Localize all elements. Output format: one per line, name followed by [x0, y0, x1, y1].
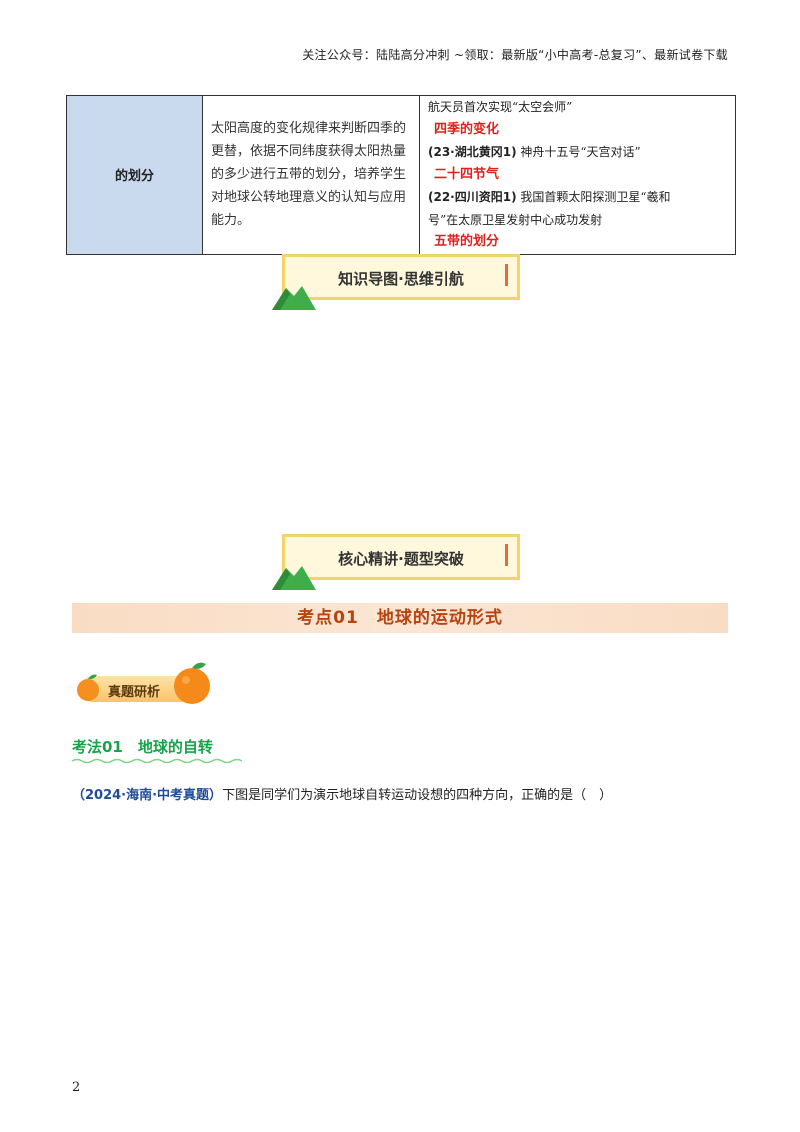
header-text: 关注公众号：陆陆高分冲刺 ~领取：最新版“小中高考-总复习”、最新试卷下载 — [302, 48, 728, 62]
curriculum-table: 的划分 太阳高度的变化规律来判断四季的更替，依据不同纬度获得太阳热量的多少进行五… — [66, 95, 736, 255]
example-line: (23·湖北黄冈1) 神舟十五号“天宫对话” — [428, 141, 727, 164]
banner-accent — [505, 544, 508, 566]
mindmap-banner: 知识导图·思维引航 — [272, 254, 524, 310]
example-line: 号”在太原卫星发射中心成功发射 — [428, 212, 603, 227]
table-cell-goal: 太阳高度的变化规律来判断四季的更替，依据不同纬度获得太阳热量的多少进行五带的划分… — [202, 95, 420, 255]
badge-label: 真题研析 — [108, 685, 161, 700]
exam-research-badge: 真题研析 — [74, 662, 214, 708]
orange-icon — [77, 662, 210, 704]
banner-title: 知识导图·思维引航 — [338, 270, 464, 288]
example-line: 航天员首次实现“太空会师” — [428, 100, 573, 114]
question-stem: （2024·海南·中考真题）下图是同学们为演示地球自转运动设想的四种方向，正确的… — [72, 784, 612, 803]
banner-accent — [505, 264, 508, 286]
banner-box: 核心精讲·题型突破 — [282, 534, 520, 580]
mountain-icon — [272, 286, 316, 310]
question-source: （2024·海南·中考真题） — [72, 788, 223, 803]
example-line: (22·四川资阳1) 我国首颗太阳探测卫星“羲和 — [428, 186, 727, 209]
method-underline — [72, 758, 242, 764]
table-cell-examples: 航天员首次实现“太空会师” 四季的变化 (23·湖北黄冈1) 神舟十五号“天宫对… — [419, 95, 736, 255]
table-row: 的划分 太阳高度的变化规律来判断四季的更替，依据不同纬度获得太阳热量的多少进行五… — [66, 95, 736, 255]
banner-box: 知识导图·思维引航 — [282, 254, 520, 300]
question-text: 下图是同学们为演示地球自转运动设想的四种方向，正确的是（ ） — [222, 788, 613, 803]
example-heading: 四季的变化 — [434, 121, 500, 137]
banner-title: 核心精讲·题型突破 — [338, 550, 464, 568]
page-number: 2 — [72, 1080, 81, 1095]
table-cell-topic: 的划分 — [66, 95, 203, 255]
exam-point-bar: 考点01 地球的运动形式 — [72, 603, 728, 633]
example-text: 神舟十五号“天宫对话” — [520, 145, 641, 159]
example-source: (22·四川资阳1) — [428, 190, 517, 204]
example-heading: 五带的划分 — [434, 234, 500, 249]
method-title: 考法01 地球的自转 — [72, 738, 213, 756]
mountain-icon — [272, 566, 316, 590]
example-source: (23·湖北黄冈1) — [428, 145, 517, 159]
exam-point-title: 考点01 地球的运动形式 — [297, 608, 503, 628]
example-text: 我国首颗太阳探测卫星“羲和 — [520, 190, 671, 204]
core-banner: 核心精讲·题型突破 — [272, 534, 524, 590]
example-heading: 二十四节气 — [434, 166, 500, 182]
